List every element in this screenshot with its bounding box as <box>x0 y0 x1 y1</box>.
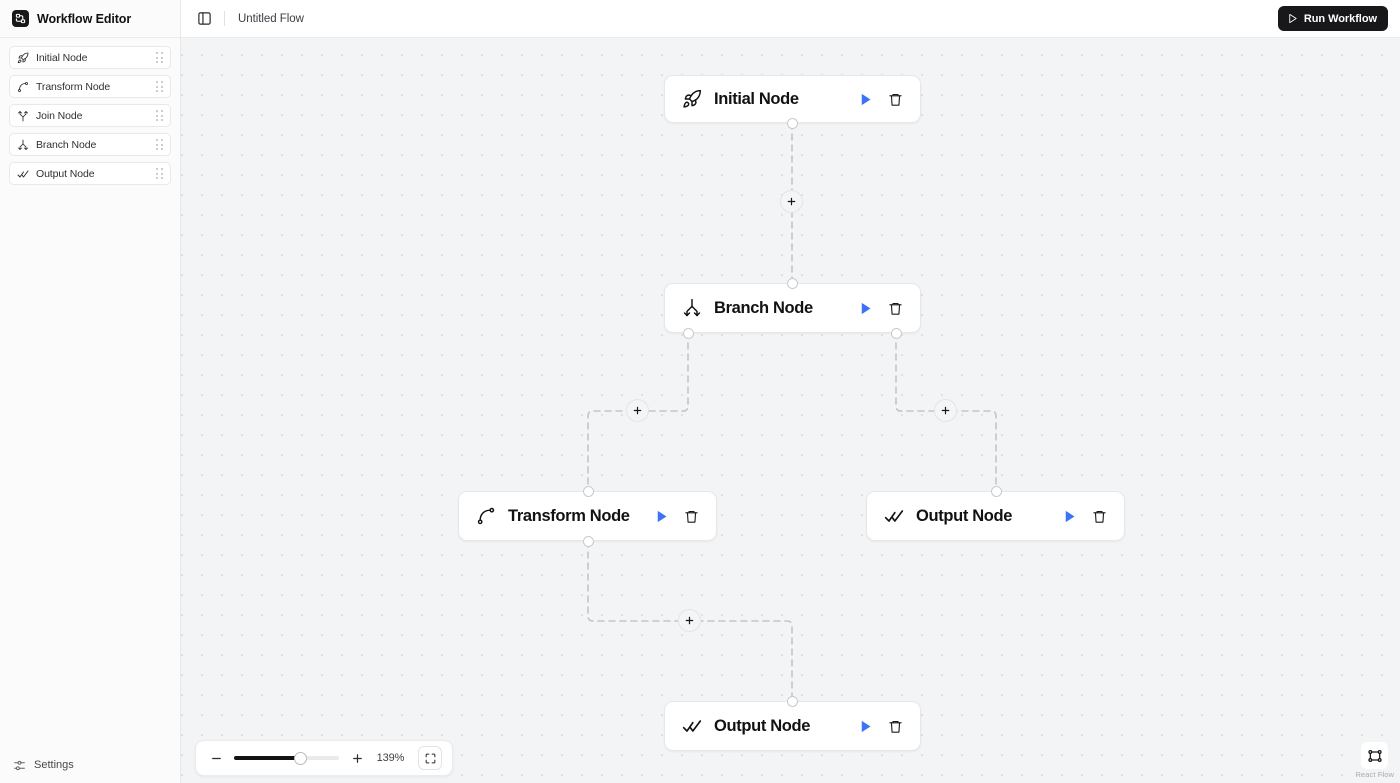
zoom-out-button[interactable] <box>208 750 224 766</box>
handle-transform-target[interactable] <box>582 485 594 497</box>
sidebar-item-settings[interactable]: Settings <box>0 747 180 783</box>
node-run-button[interactable] <box>855 298 876 319</box>
double-check-icon <box>884 506 904 526</box>
double-check-icon <box>682 716 702 736</box>
palette-item-label: Transform Node <box>36 80 111 93</box>
run-workflow-label: Run Workflow <box>1303 12 1377 25</box>
palette-item-branch-node[interactable]: Branch Node <box>9 133 171 156</box>
handle-output-bottom-target[interactable] <box>786 695 798 707</box>
flow-name[interactable]: Untitled Flow <box>238 12 304 25</box>
rocket-icon <box>17 52 29 64</box>
handle-branch-source-left[interactable] <box>682 327 694 339</box>
zoom-slider-fill <box>234 756 300 760</box>
edge-add-button-branch-output[interactable] <box>934 399 957 422</box>
curve-icon <box>476 506 496 526</box>
drag-handle-icon[interactable] <box>155 52 163 63</box>
node-actions <box>1059 506 1110 527</box>
node-delete-button[interactable] <box>885 298 906 319</box>
zoom-percent-label: 139% <box>376 752 405 764</box>
node-label: Branch Node <box>714 298 813 317</box>
drag-handle-icon[interactable] <box>155 139 163 150</box>
react-flow-label: React Flow <box>1355 770 1394 779</box>
play-icon <box>1287 13 1298 24</box>
node-actions <box>651 506 702 527</box>
edge-add-button-transform-output[interactable] <box>678 609 701 632</box>
palette-item-transform-node[interactable]: Transform Node <box>9 75 171 98</box>
fit-view-button[interactable] <box>418 746 442 770</box>
workflow-logo-icon <box>12 10 29 27</box>
handle-initial-source[interactable] <box>786 117 798 129</box>
handle-transform-source[interactable] <box>582 535 594 547</box>
node-delete-button[interactable] <box>885 89 906 110</box>
split-icon <box>17 139 29 151</box>
node-delete-button[interactable] <box>1089 506 1110 527</box>
edge-add-button-branch-transform[interactable] <box>626 399 649 422</box>
node-transform[interactable]: Transform Node <box>458 491 717 541</box>
rocket-icon <box>682 89 702 109</box>
node-run-button[interactable] <box>1059 506 1080 527</box>
palette-item-label: Branch Node <box>36 138 97 151</box>
topbar-divider <box>224 11 225 26</box>
palette-item-label: Join Node <box>36 109 83 122</box>
node-initial[interactable]: Initial Node <box>664 75 921 123</box>
node-label: Output Node <box>714 716 811 735</box>
palette-item-label: Initial Node <box>36 51 88 64</box>
node-label: Transform Node <box>508 506 630 525</box>
react-flow-icon <box>1361 742 1389 769</box>
node-actions <box>855 716 906 737</box>
drag-handle-icon[interactable] <box>155 110 163 121</box>
node-label: Initial Node <box>714 89 799 108</box>
sidebar-header: Workflow Editor <box>0 0 180 38</box>
palette-item-output-node[interactable]: Output Node <box>9 162 171 185</box>
node-run-button[interactable] <box>855 716 876 737</box>
merge-icon <box>17 110 29 122</box>
handle-branch-source-right[interactable] <box>890 327 902 339</box>
double-check-icon <box>17 168 29 180</box>
node-delete-button[interactable] <box>885 716 906 737</box>
zoom-in-button[interactable] <box>349 750 365 766</box>
edge-add-button-initial-branch[interactable] <box>780 190 803 213</box>
palette-item-initial-node[interactable]: Initial Node <box>9 46 171 69</box>
drag-handle-icon[interactable] <box>155 168 163 179</box>
handle-branch-target[interactable] <box>786 277 798 289</box>
node-run-button[interactable] <box>855 89 876 110</box>
zoom-slider-thumb[interactable] <box>293 751 307 765</box>
node-palette: Initial Node Transform Node <box>0 38 180 185</box>
edges-layer <box>587 122 997 701</box>
panel-left-icon[interactable] <box>194 9 214 29</box>
flow-canvas[interactable]: Initial Node <box>181 38 1400 783</box>
split-icon <box>682 298 702 318</box>
handle-output-right-target[interactable] <box>990 485 1002 497</box>
run-workflow-button[interactable]: Run Workflow <box>1277 6 1388 31</box>
main-area: Untitled Flow Run Workflow <box>181 0 1400 783</box>
node-delete-button[interactable] <box>681 506 702 527</box>
topbar: Untitled Flow Run Workflow <box>181 0 1400 38</box>
palette-item-label: Output Node <box>36 167 95 180</box>
zoom-controls: 139% <box>195 740 453 776</box>
zoom-slider[interactable] <box>234 750 339 766</box>
curve-icon <box>17 81 29 93</box>
node-actions <box>855 89 906 110</box>
node-branch[interactable]: Branch Node <box>664 283 921 333</box>
settings-label: Settings <box>34 759 74 771</box>
node-label: Output Node <box>916 506 1013 525</box>
node-actions <box>855 298 906 319</box>
sliders-icon <box>13 759 26 772</box>
app-title: Workflow Editor <box>37 11 132 26</box>
palette-item-join-node[interactable]: Join Node <box>9 104 171 127</box>
node-output-right[interactable]: Output Node <box>866 491 1125 541</box>
node-output-bottom[interactable]: Output Node <box>664 701 921 751</box>
drag-handle-icon[interactable] <box>155 81 163 92</box>
node-run-button[interactable] <box>651 506 672 527</box>
sidebar: Workflow Editor Initial Node <box>0 0 181 783</box>
react-flow-attribution[interactable]: React Flow <box>1355 742 1394 779</box>
